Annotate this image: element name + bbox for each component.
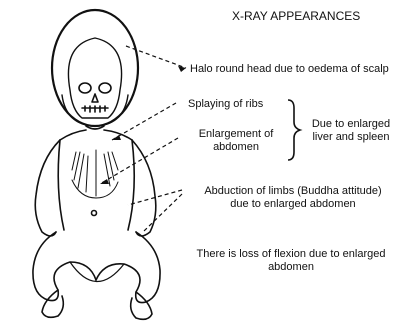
label-abdomen-line2: abdomen: [186, 141, 286, 154]
label-cause: Due to enlarged liver and spleen: [302, 118, 400, 144]
diagram-title: X-RAY APPEARANCES: [232, 10, 360, 23]
label-flexion-line2: abdomen: [182, 261, 400, 274]
label-ribs: Splaying of ribs: [188, 98, 263, 111]
label-limbs-line1: Abduction of limbs (Buddha attitude): [186, 185, 400, 198]
label-flexion: There is loss of flexion due to enlarged…: [182, 248, 400, 274]
label-cause-line1: Due to enlarged: [302, 118, 400, 131]
limbs-pointer-2: [143, 194, 182, 232]
label-abdomen-line1: Enlargement of: [186, 128, 286, 141]
ribs-lines: [72, 150, 118, 196]
label-cause-line2: liver and spleen: [302, 131, 400, 144]
label-limbs-line2: due to enlarged abdomen: [186, 198, 400, 211]
brace-symbol: [288, 100, 300, 160]
label-halo: Halo round head due to oedema of scalp: [190, 63, 389, 76]
abdomen-pointer: [100, 138, 178, 184]
label-flexion-line1: There is loss of flexion due to enlarged: [182, 248, 400, 261]
label-limbs: Abduction of limbs (Buddha attitude) due…: [186, 185, 400, 211]
label-abdomen: Enlargement of abdomen: [186, 128, 286, 154]
halo-pointer: [126, 46, 186, 68]
